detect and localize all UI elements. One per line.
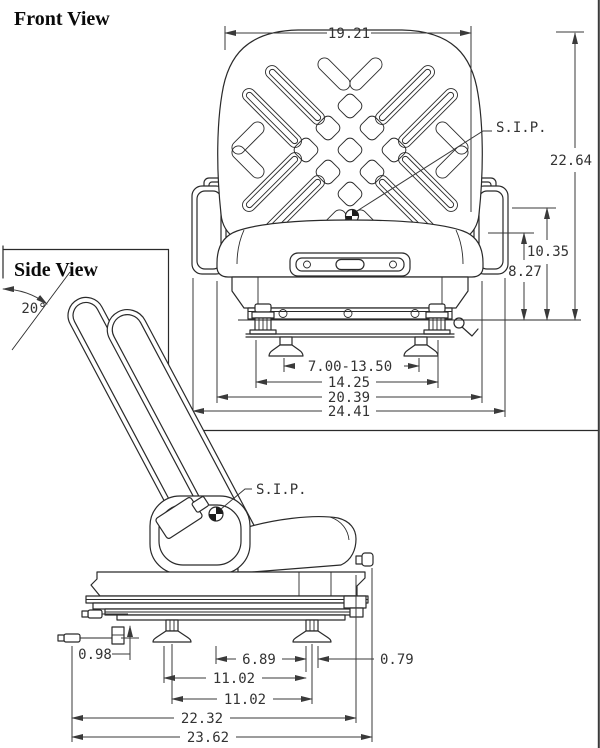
backrest-angle-annotation: 20° — [2, 271, 71, 351]
mounting-rail — [247, 307, 453, 320]
rail-release-handle — [453, 317, 479, 337]
lower-adjuster-knob — [57, 626, 125, 645]
dim-rear-offset: 0.79 — [380, 652, 414, 668]
sip-label-front: S.I.P. — [496, 120, 547, 136]
upper-adjuster-knob — [81, 609, 128, 619]
dim-rail-span-lower: 11.02 — [224, 692, 266, 708]
dim-rail-span-upper: 11.02 — [213, 671, 255, 687]
dim-foot-height: 0.98 — [78, 647, 112, 663]
seat-cushion-side — [237, 516, 357, 573]
dim-seat-width-top: 19.21 — [328, 26, 370, 42]
front-dimensions: 19.21 22.64 10.35 8.27 7.00-13.50 — [192, 26, 592, 420]
side-dimensions: 0.98 6.89 0.79 11.02 11.02 22.32 — [71, 568, 414, 746]
dim-backrest-angle: 20° — [21, 301, 46, 317]
sip-symbol-front — [344, 208, 360, 224]
base-box-seams — [298, 572, 332, 596]
rail-clamp-right — [423, 303, 451, 335]
side-view-title: Side View — [14, 259, 98, 281]
dim-cushion-width: 20.39 — [328, 390, 370, 406]
suspension-box — [231, 276, 469, 309]
front-view-drawing: 19.21 22.64 10.35 8.27 7.00-13.50 — [191, 26, 592, 420]
cushion-lip-line — [329, 516, 350, 541]
dim-overall-width: 24.41 — [328, 404, 370, 420]
dim-height-lower: 8.27 — [508, 264, 542, 280]
sip-label-side: S.I.P. — [256, 482, 307, 498]
cushion-bolster-left — [236, 229, 245, 265]
front-adjust-knob — [355, 552, 374, 567]
dim-mount-slot-range: 7.00-13.50 — [308, 359, 392, 375]
scissor-rails — [85, 595, 369, 621]
dim-overall-depth: 23.62 — [187, 730, 229, 746]
dim-height-upper: 10.35 — [527, 244, 569, 260]
side-foot-right — [292, 619, 332, 643]
base-box-side — [90, 571, 366, 597]
dim-overall-height: 22.64 — [550, 153, 592, 169]
dim-foot-gap: 6.89 — [242, 652, 276, 668]
suspension-seams — [257, 277, 443, 308]
sip-symbol-side — [208, 506, 224, 522]
side-foot-left — [152, 619, 192, 643]
front-view-title: Front View — [14, 8, 110, 30]
dim-mount-width: 14.25 — [328, 375, 370, 391]
dim-base-depth: 22.32 — [181, 711, 223, 727]
seat-back — [217, 29, 483, 240]
front-foot-right — [403, 336, 439, 357]
cushion-bolster-right — [455, 229, 464, 265]
sip-leader-front — [356, 130, 492, 212]
sip-leader-side — [220, 488, 252, 510]
front-foot-left — [268, 336, 304, 357]
seat-pan-console — [289, 252, 411, 277]
recline-lever-tab — [191, 496, 209, 513]
side-view-drawing: 20° — [2, 271, 414, 746]
